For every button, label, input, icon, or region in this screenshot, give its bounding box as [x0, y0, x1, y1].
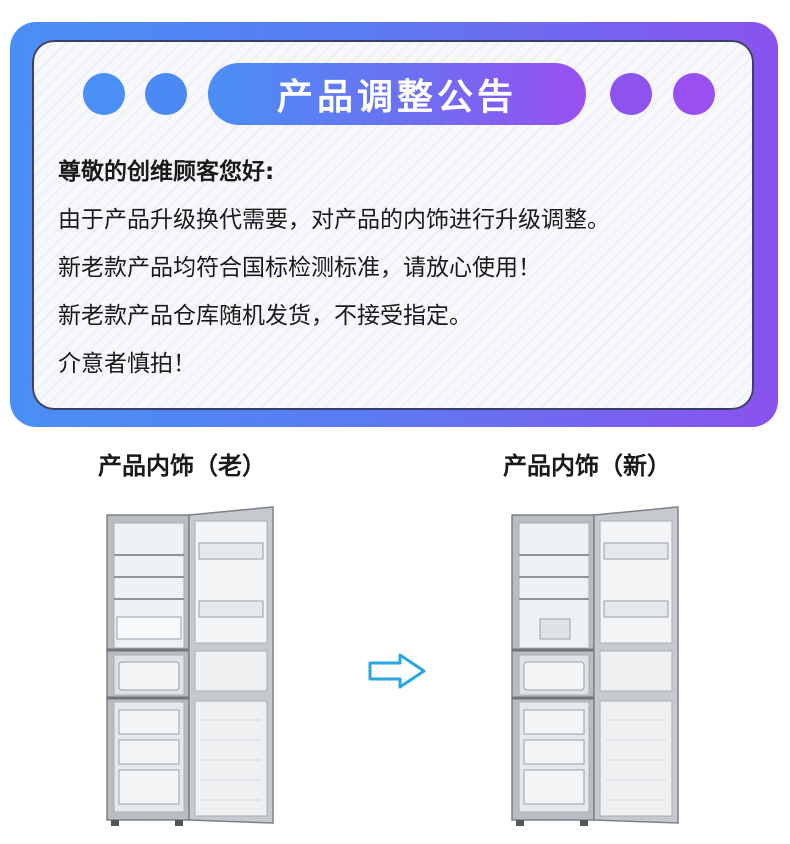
fridge-new-image	[511, 506, 679, 826]
decorative-dot-icon	[145, 73, 187, 115]
notice-body: 尊敬的创维顾客您好: 由于产品升级换代需要，对产品的内饰进行升级调整。 新老款产…	[58, 148, 738, 388]
old-interior-label: 产品内饰（老）	[98, 452, 266, 480]
notice-line: 由于产品升级换代需要，对产品的内饰进行升级调整。	[58, 207, 610, 233]
decorative-dot-icon	[673, 73, 715, 115]
notice-title: 产品调整公告	[276, 77, 517, 118]
notice-greeting: 尊敬的创维顾客您好:	[58, 159, 275, 185]
arrow-right-icon	[368, 653, 426, 689]
notice-line: 介意者慎拍！	[58, 351, 196, 377]
decorative-dot-icon	[83, 73, 125, 115]
notice-line: 新老款产品均符合国标检测标准，请放心使用！	[58, 255, 541, 281]
notice-title-pill: 产品调整公告	[208, 63, 586, 125]
new-interior-label: 产品内饰（新）	[503, 452, 671, 480]
fridge-old-image	[106, 506, 274, 826]
decorative-dot-icon	[610, 73, 652, 115]
notice-line: 新老款产品仓库随机发货，不接受指定。	[58, 303, 472, 329]
